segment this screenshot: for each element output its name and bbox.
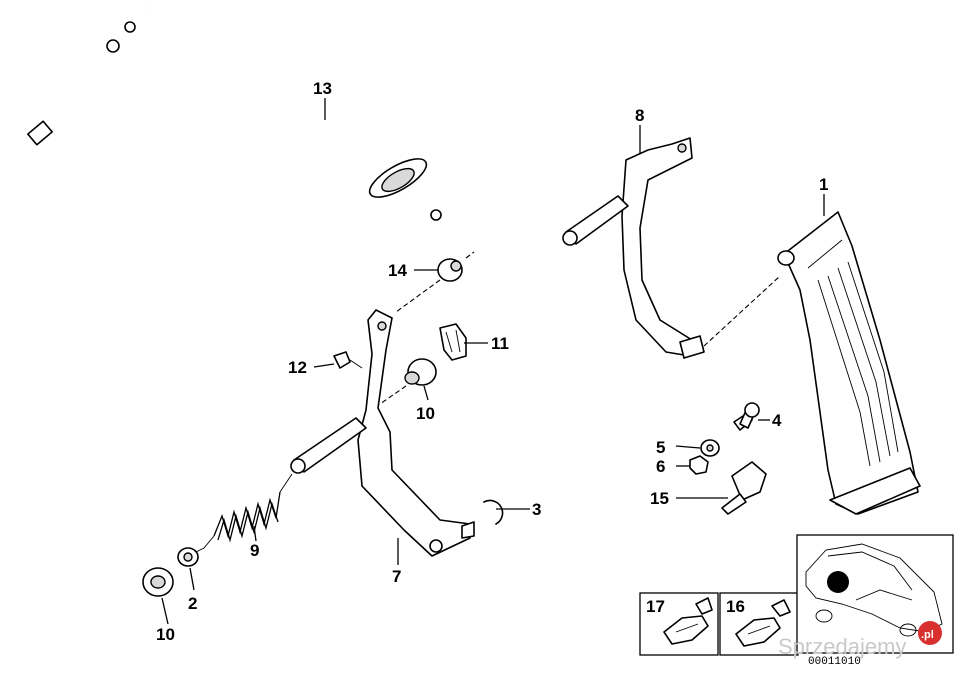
label-13: 13	[313, 79, 332, 98]
spring-part-9	[195, 473, 293, 553]
washer-part-5	[700, 439, 720, 457]
label-10-lower: 10	[156, 625, 175, 644]
pedal-part-1	[777, 211, 921, 515]
inset-box-17	[639, 592, 719, 656]
reference-code: 00011010	[808, 656, 861, 668]
switch-part-15	[721, 461, 767, 515]
label-3: 3	[532, 500, 541, 519]
pedal-bracket-part-8	[562, 137, 781, 359]
pedal-arm-part-7	[290, 309, 475, 557]
label-11: 11	[491, 334, 509, 353]
cable-assembly	[20, 6, 488, 256]
label-4: 4	[772, 411, 782, 430]
watermark-text: Sprzedajemy	[778, 634, 906, 659]
label-2: 2	[188, 594, 197, 613]
label-8: 8	[635, 106, 644, 125]
leader-lines	[161, 98, 825, 625]
washer-part-2	[177, 547, 199, 567]
label-1: 1	[819, 175, 828, 194]
nut-part-6	[689, 455, 709, 475]
label-6: 6	[656, 457, 665, 476]
label-5: 5	[656, 438, 665, 457]
label-7: 7	[392, 567, 401, 586]
label-16: 16	[726, 597, 745, 616]
bush-part-10-lower	[142, 567, 174, 597]
label-14: 14	[388, 261, 407, 280]
bracket-part-11	[439, 323, 467, 361]
label-17: 17	[646, 597, 665, 616]
watermark-badge-text: .pl	[921, 629, 934, 641]
bush-part-10-upper	[379, 358, 437, 405]
clip-part-12	[333, 351, 363, 369]
part-labels: 13 8 1 14 11 12 10 4 5 6 15 3 9 7 2 10 1…	[156, 79, 828, 644]
label-10-upper: 10	[416, 404, 435, 423]
bolt-part-4	[733, 402, 760, 431]
label-15: 15	[650, 489, 669, 508]
circlip-part-3	[483, 499, 504, 525]
label-9: 9	[250, 541, 259, 560]
bush-part-14	[395, 251, 475, 313]
label-12: 12	[288, 358, 307, 377]
watermark-badge: .pl	[918, 621, 942, 645]
inset-box-16	[719, 592, 799, 656]
